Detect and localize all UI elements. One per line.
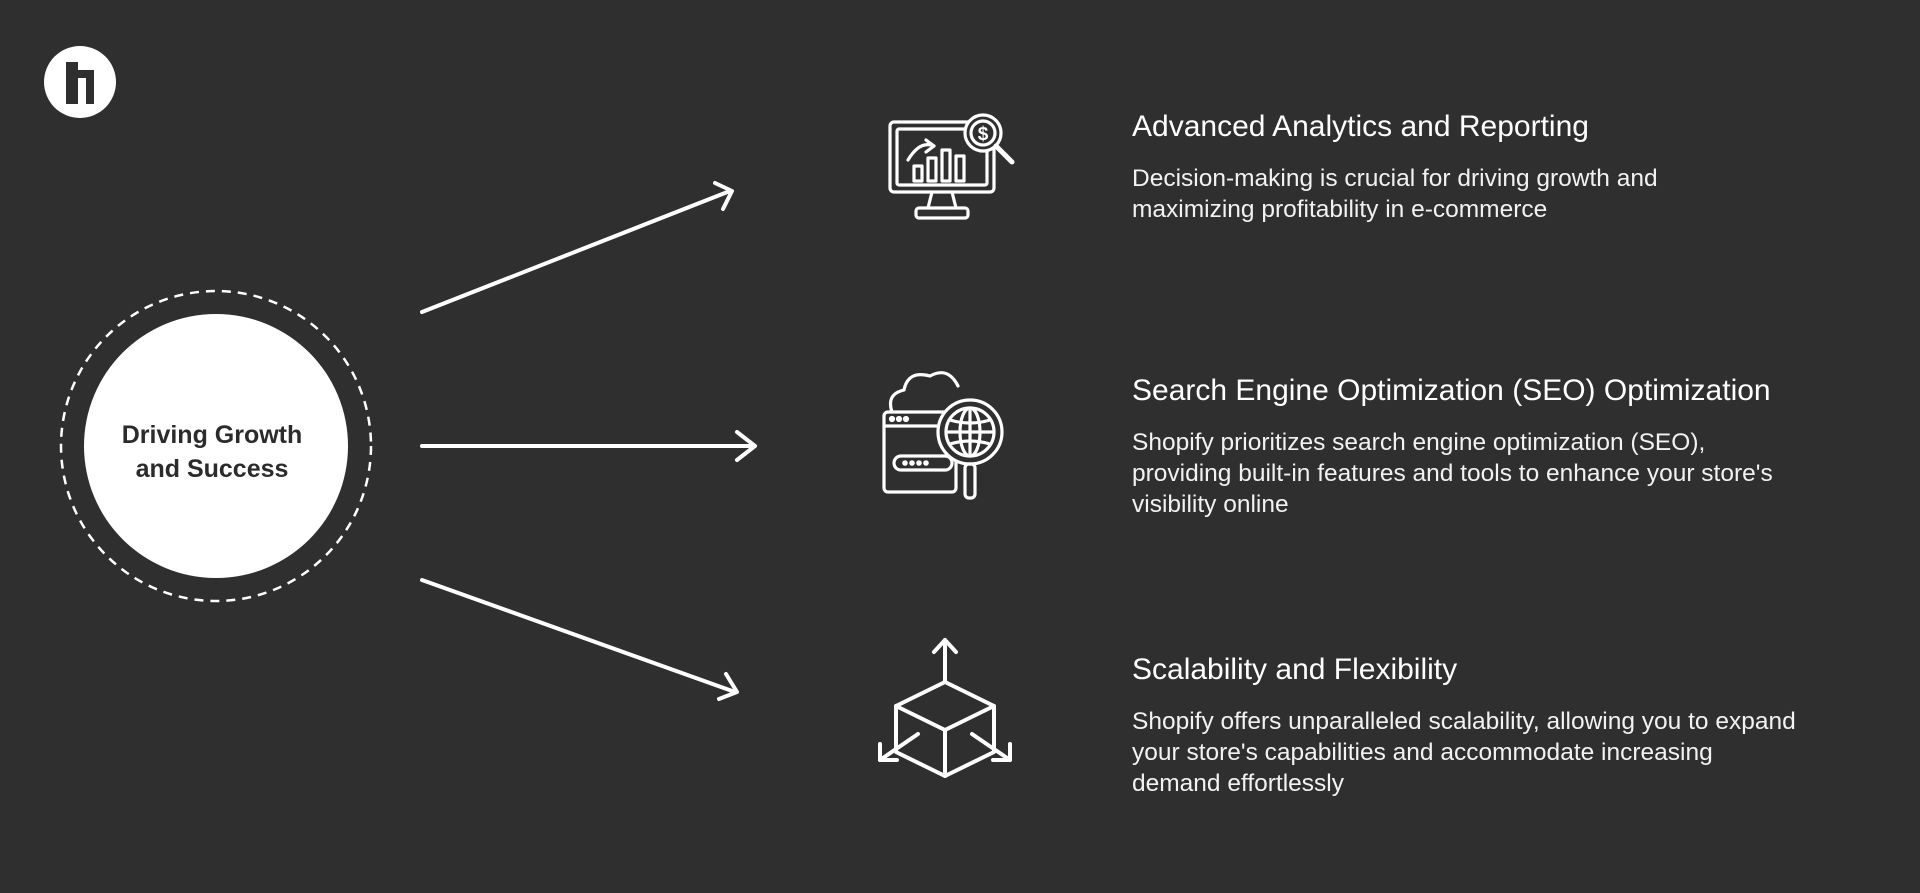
analytics-monitor-icon: $ bbox=[888, 113, 1015, 220]
feature-title: Search Engine Optimization (SEO) Optimiz… bbox=[1132, 374, 1771, 407]
feature-scalability: Scalability and Flexibility Shopify offe… bbox=[1132, 652, 1892, 799]
feature-description: Decision-making is crucial for driving g… bbox=[1132, 163, 1892, 225]
feature-description-line: visibility online bbox=[1132, 491, 1289, 518]
feature-description: Shopify prioritizes search engine optimi… bbox=[1132, 427, 1892, 520]
brand-logo-icon bbox=[44, 46, 116, 118]
hub-label-line-1: Driving Growth bbox=[121, 421, 303, 449]
arrow-to-seo bbox=[420, 430, 757, 462]
hub-circle bbox=[84, 314, 348, 578]
svg-text:$: $ bbox=[978, 124, 989, 145]
feature-description-line: your store's capabilities and accommodat… bbox=[1132, 739, 1713, 766]
feature-description-line: Decision-making is crucial for driving g… bbox=[1132, 165, 1658, 192]
hub-label: Driving Growth and Success bbox=[82, 418, 342, 486]
scalability-cube-icon bbox=[878, 638, 1012, 778]
feature-description-line: Shopify offers unparalleled scalability,… bbox=[1132, 708, 1796, 735]
feature-description-line: demand effortlessly bbox=[1132, 770, 1344, 797]
seo-globe-search-icon bbox=[882, 371, 1004, 500]
feature-analytics: Advanced Analytics and Reporting Decisio… bbox=[1132, 109, 1892, 225]
feature-title: Scalability and Flexibility bbox=[1132, 653, 1458, 686]
feature-description: Shopify offers unparalleled scalability,… bbox=[1132, 706, 1892, 799]
feature-title: Advanced Analytics and Reporting bbox=[1132, 110, 1589, 143]
arrow-to-analytics bbox=[420, 181, 734, 314]
feature-description-line: maximizing profitability in e-commerce bbox=[1132, 196, 1548, 223]
feature-description-line: Shopify prioritizes search engine optimi… bbox=[1132, 429, 1706, 456]
hub-dashed-ring bbox=[59, 289, 373, 603]
arrow-to-scalability bbox=[420, 578, 739, 701]
feature-description-line: providing built-in features and tools to… bbox=[1132, 460, 1773, 487]
feature-seo: Search Engine Optimization (SEO) Optimiz… bbox=[1132, 373, 1892, 520]
hub-label-line-2: and Success bbox=[135, 455, 289, 483]
